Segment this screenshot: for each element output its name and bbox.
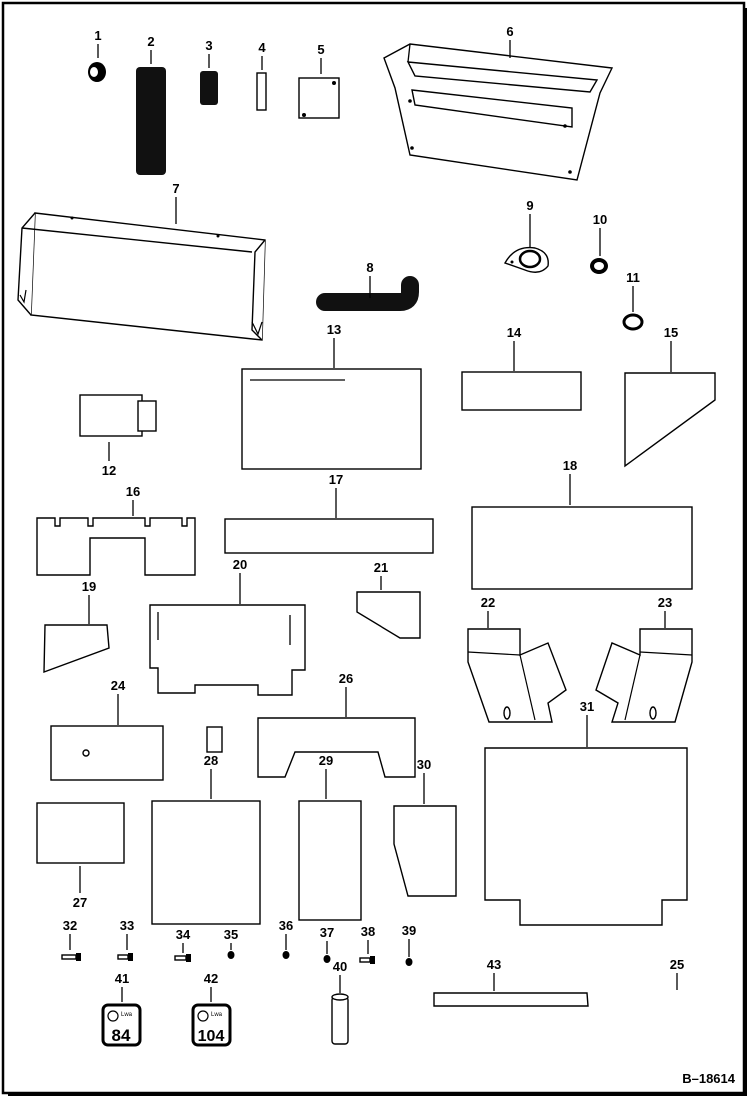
callout-part-28: 28 <box>204 753 218 768</box>
callout-part-6: 6 <box>506 24 513 39</box>
callout-part-3: 3 <box>205 38 212 53</box>
part-43-strip <box>433 992 589 1007</box>
drawing-reference-code: B–18614 <box>682 1071 736 1086</box>
callout-part-29: 29 <box>319 753 333 768</box>
part-22-foam-pad <box>467 628 567 723</box>
callout-part-22: 22 <box>481 595 495 610</box>
callout-part-41: 41 <box>115 971 129 986</box>
part-34-bolt <box>174 954 191 962</box>
callout-part-27: 27 <box>73 895 87 910</box>
part-14-foam-pad <box>461 371 582 411</box>
callout-part-2: 2 <box>147 34 154 49</box>
part-10-grommet <box>590 258 608 274</box>
part-16-foam-pad <box>36 517 196 576</box>
callout-part-40: 40 <box>333 959 347 974</box>
part-5-plate <box>298 77 340 119</box>
part-9-flange <box>503 246 549 273</box>
part-31-foam-pad <box>484 747 688 926</box>
callout-part-14: 14 <box>507 325 522 340</box>
callout-part-34: 34 <box>176 927 191 942</box>
callout-part-33: 33 <box>120 918 134 933</box>
callout-part-7: 7 <box>172 181 179 196</box>
part-13-foam-pad <box>241 368 422 470</box>
part-32-bolt <box>61 953 81 961</box>
part-30-foam-pad <box>393 805 457 897</box>
part-40-pin <box>331 993 349 1045</box>
part-21-foam-pad <box>356 591 421 639</box>
svg-text:Lwa: Lwa <box>211 1012 223 1018</box>
part-38-bolt <box>359 956 375 964</box>
part-2-foam-strip <box>136 67 166 175</box>
part-8-hose-elbow <box>316 276 419 311</box>
part-35-nut <box>227 951 235 959</box>
part-7-panel <box>17 212 266 341</box>
callout-part-16: 16 <box>126 484 140 499</box>
part-36-nut <box>282 951 290 959</box>
part-39-nut <box>405 958 413 966</box>
part-28-small-block <box>206 726 223 753</box>
callout-part-10: 10 <box>593 212 607 227</box>
callout-part-18: 18 <box>563 458 577 473</box>
callout-part-43: 43 <box>487 957 501 972</box>
callout-part-42: 42 <box>204 971 218 986</box>
callout-part-32: 32 <box>63 918 77 933</box>
callout-part-17: 17 <box>329 472 343 487</box>
part-37-nut <box>323 955 331 963</box>
callout-part-8: 8 <box>366 260 373 275</box>
diagram-frame-shadow-bottom <box>8 1093 747 1096</box>
callout-part-24: 24 <box>111 678 126 693</box>
callout-part-31: 31 <box>580 699 594 714</box>
part-11-ring <box>622 313 644 331</box>
part-33-bolt <box>117 953 133 961</box>
callout-part-38: 38 <box>361 924 375 939</box>
part-4-spacer <box>256 72 267 111</box>
part-6-shroud <box>383 43 614 181</box>
svg-text:Lwa: Lwa <box>121 1012 133 1018</box>
diagram-frame-shadow <box>744 8 747 1095</box>
part-28-foam-pad <box>151 800 261 925</box>
part-19-foam-pad <box>43 624 110 674</box>
part-20-foam-pad <box>149 604 306 696</box>
callout-part-35: 35 <box>224 927 238 942</box>
part-3-foam-strip <box>200 71 218 105</box>
part-1-cap <box>88 62 106 82</box>
callout-part-36: 36 <box>279 918 293 933</box>
callout-part-11: 11 <box>626 270 640 285</box>
callout-part-19: 19 <box>82 579 96 594</box>
callout-part-20: 20 <box>233 557 247 572</box>
part-42-decal: Lwa 104 <box>191 1003 232 1047</box>
callout-part-21: 21 <box>374 560 388 575</box>
callout-part-30: 30 <box>417 757 431 772</box>
decal-42-value: 104 <box>198 1028 225 1045</box>
callout-part-1: 1 <box>94 28 101 43</box>
callout-part-26: 26 <box>339 671 353 686</box>
part-23-foam-pad <box>595 628 693 723</box>
decal-41-value: 84 <box>112 1026 131 1045</box>
part-29-foam-pad <box>298 800 362 921</box>
part-24-foam-pad <box>50 725 164 781</box>
callout-part-12: 12 <box>102 463 116 478</box>
callout-part-5: 5 <box>317 42 324 57</box>
callout-part-25: 25 <box>670 957 684 972</box>
callout-part-13: 13 <box>327 322 341 337</box>
callout-part-4: 4 <box>258 40 266 55</box>
callout-part-39: 39 <box>402 923 416 938</box>
callout-part-23: 23 <box>658 595 672 610</box>
callout-part-15: 15 <box>664 325 678 340</box>
part-12-foam-block <box>79 394 157 437</box>
callout-part-37: 37 <box>320 925 334 940</box>
part-27-foam-pad <box>36 802 125 864</box>
callout-part-9: 9 <box>526 198 533 213</box>
part-17-foam-pad <box>224 518 434 554</box>
part-15-foam-pad <box>624 372 716 468</box>
part-26-foam-pad <box>257 717 416 778</box>
part-41-decal: Lwa 84 <box>101 1003 142 1047</box>
part-18-foam-pad <box>471 506 693 590</box>
